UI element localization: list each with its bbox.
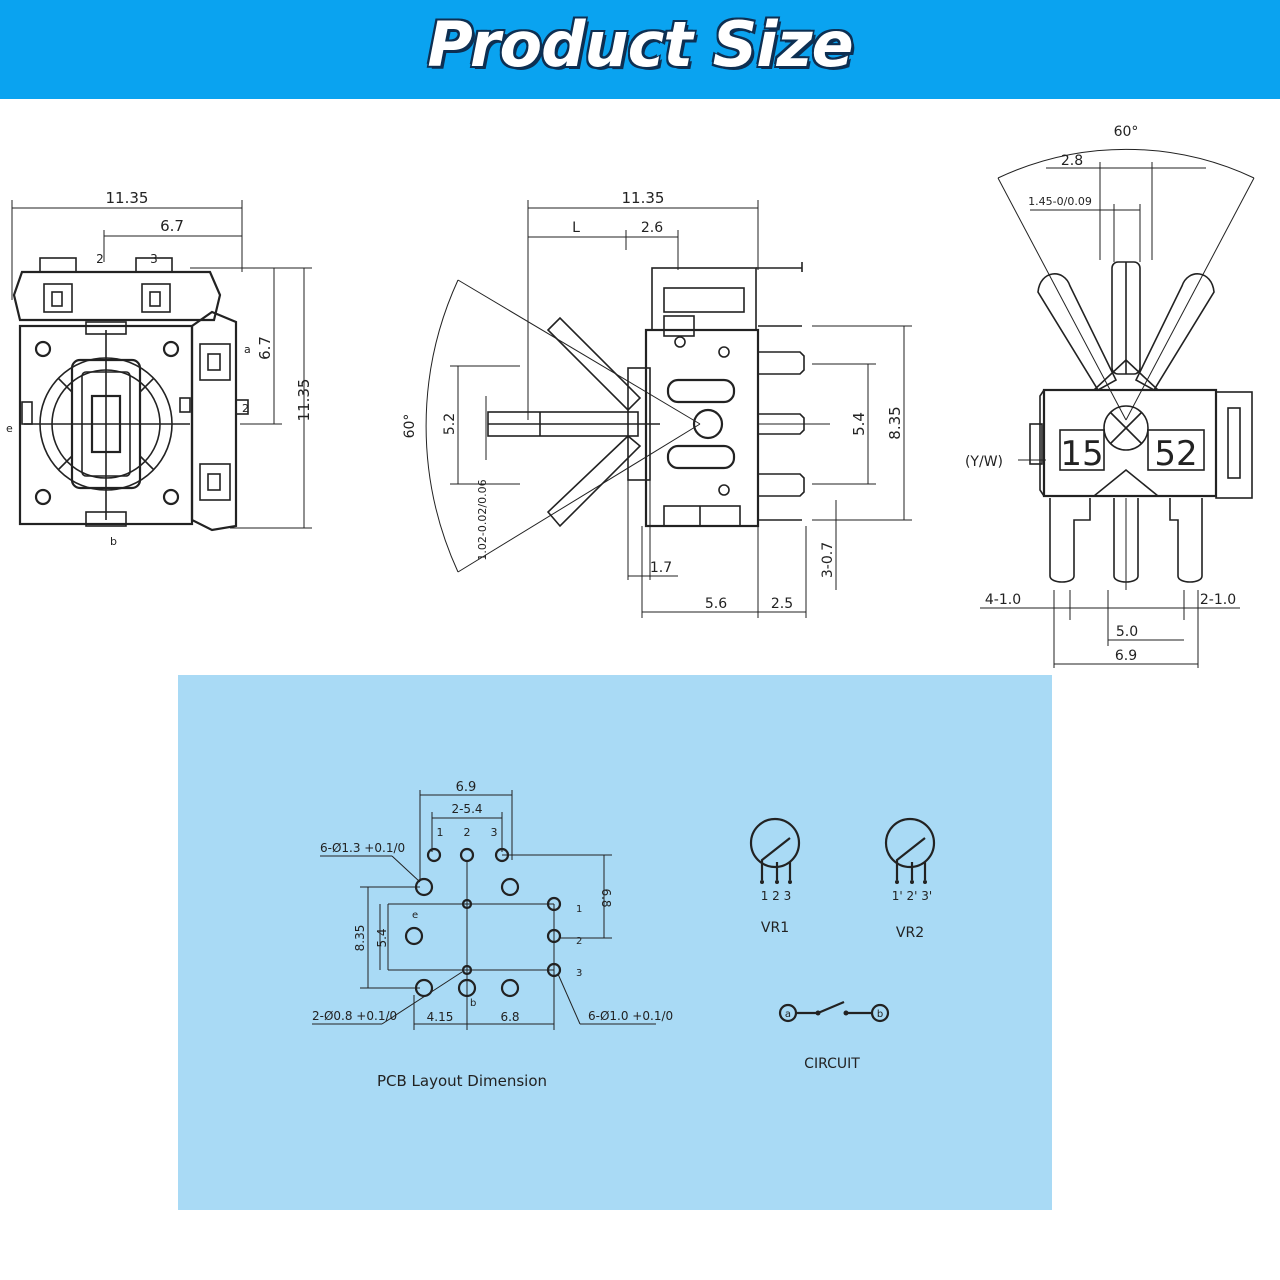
side-dim-offset: 2.6 (641, 220, 663, 236)
front-dim-height: 11.35 (295, 379, 313, 422)
side-dim-l: L (572, 220, 580, 236)
pcb-hole-2: 2 (464, 826, 471, 839)
pcb-holes-top: 6-Ø1.3 +0.1/0 (320, 841, 405, 855)
title-banner: Product Size (0, 0, 1280, 99)
pcb-dim-top: 6.9 (456, 780, 477, 795)
end-view: 60° 2.8 1.45-0/0.09 15 52 (Y/W) (965, 124, 1255, 668)
pcb-dim-inner: 5.4 (375, 928, 389, 947)
pcb-caption: PCB Layout Dimension (377, 1072, 547, 1090)
side-dim-height-left: 5.2 (442, 413, 458, 435)
pcb-pin-r2: 2 (576, 936, 582, 947)
pcb-hole-3: 3 (491, 826, 498, 839)
pcb-dim-b2: 6.8 (500, 1010, 519, 1024)
end-label-yw: (Y/W) (965, 454, 1003, 470)
side-dim-pin-t: 3-0.7 (820, 542, 836, 578)
end-mark-left: 15 (1060, 434, 1103, 474)
front-pin-a: a (244, 343, 251, 356)
end-mark-right: 52 (1154, 434, 1197, 474)
vr1-symbol: 1 2 3 VR1 (749, 817, 801, 936)
pcb-dim-right: 6.8 (599, 888, 613, 907)
side-dim-height-right: 8.35 (886, 406, 904, 439)
side-view: 11.35 L 2.6 60° 5.2 1.02-0.02/0.06 (402, 189, 912, 618)
pcb-hole-1: 1 (437, 826, 444, 839)
pcb-dim-b1: 4.15 (427, 1010, 454, 1024)
side-dim-tolerance: 1.02-0.02/0.06 (476, 479, 489, 560)
pcb-dim-left: 8.35 (353, 925, 367, 952)
vr2-label: VR2 (896, 925, 924, 941)
end-dim-angle: 60° (1114, 124, 1139, 140)
pcb-layout-diagram: 6.9 2-5.4 1 2 3 6.8 1 2 3 (312, 780, 673, 1090)
page-title: Product Size (427, 8, 853, 81)
circuit-symbol: a b CIRCUIT (778, 1000, 890, 1072)
side-dim-pin-w: 1.7 (650, 560, 672, 576)
end-dim-tip: 1.45-0/0.09 (1028, 195, 1092, 208)
end-dim-pitch: 5.0 (1116, 624, 1138, 640)
pcb-pin-r3: 3 (576, 968, 582, 979)
end-dim-left-pin: 4-1.0 (985, 592, 1021, 608)
front-pin-3: 3 (150, 252, 158, 266)
end-dim-right-pin: 2-1.0 (1200, 592, 1236, 608)
pcb-holes-small: 2-Ø0.8 +0.1/0 (312, 1009, 397, 1023)
pcb-pin-e: e (412, 910, 418, 921)
end-dim-shaft: 2.8 (1061, 153, 1083, 169)
vr1-pins: 1 2 3 (761, 889, 792, 903)
pcb-panel (178, 675, 1052, 1210)
vr2-pins: 1' 2' 3' (892, 889, 932, 903)
front-dim-inner: 6.7 (160, 217, 184, 235)
pcb-pin-r1: 1 (576, 904, 582, 915)
pcb-holes-bottom: 6-Ø1.0 +0.1/0 (588, 1009, 673, 1023)
vr2-symbol: 1' 2' 3' VR2 (884, 817, 936, 941)
front-pin-2-right: 2 (242, 402, 249, 415)
front-dim-width: 11.35 (106, 189, 149, 207)
vr1-label: VR1 (761, 920, 789, 936)
pcb-dim-pitch: 2-5.4 (451, 802, 482, 816)
end-dim-width: 6.9 (1115, 648, 1137, 664)
side-dim-pin-pitch: 5.4 (850, 412, 868, 436)
front-view: 11.35 6.7 11.35 6.7 2 3 (6, 189, 313, 548)
pcb-pin-b: b (470, 998, 476, 1009)
side-dim-pin-len: 2.5 (771, 596, 793, 612)
front-dim-right-inner: 6.7 (256, 336, 274, 360)
side-dim-angle: 60° (402, 414, 418, 439)
front-pin-e: e (6, 422, 13, 435)
front-pin-b: b (110, 535, 117, 548)
circuit-terminal-a: a (785, 1009, 791, 1020)
front-pin-2: 2 (96, 252, 104, 266)
side-dim-width: 11.35 (622, 189, 665, 207)
side-dim-body: 5.6 (705, 596, 727, 612)
circuit-terminal-b: b (877, 1009, 883, 1020)
circuit-label: CIRCUIT (804, 1056, 860, 1072)
